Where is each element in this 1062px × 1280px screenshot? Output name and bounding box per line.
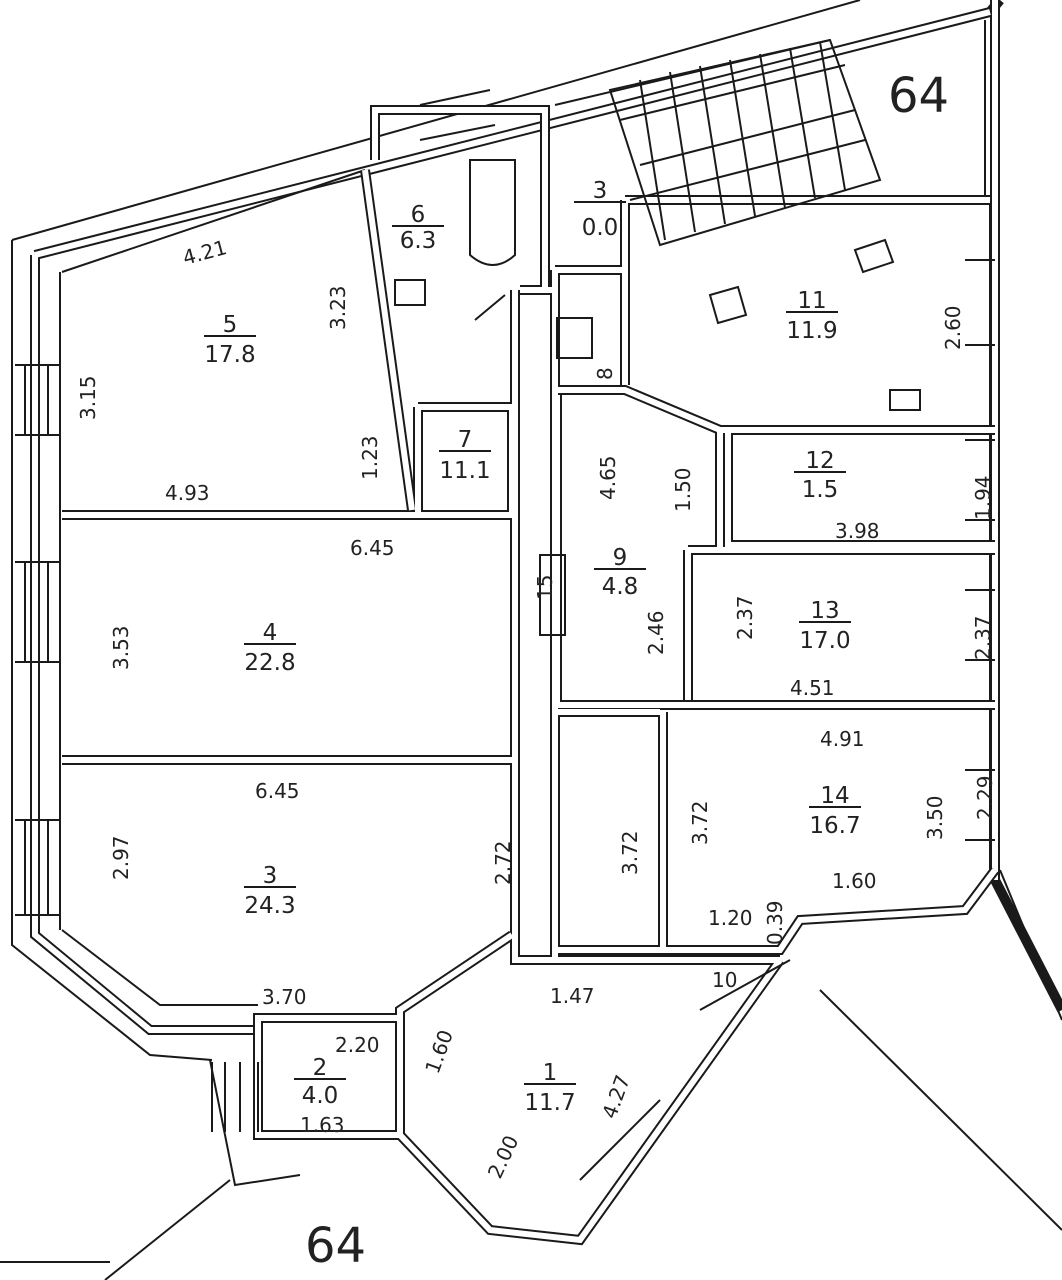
dimension-label: 6.45	[255, 779, 300, 803]
room-area: 4.0	[302, 1083, 339, 1109]
room-number: 9	[613, 545, 628, 571]
building-number: 64	[305, 1218, 366, 1274]
stairs	[608, 38, 882, 247]
windows	[15, 89, 995, 1181]
dimension-label: 3.98	[835, 519, 880, 543]
dimension-label: 3.70	[262, 985, 307, 1009]
room-number: 3	[263, 863, 278, 889]
dimension-label: 3.53	[109, 625, 133, 670]
dimension-label: 3.72	[618, 830, 642, 875]
dimension-label: 2.60	[941, 305, 965, 350]
dimension-label: 4.21	[180, 235, 229, 270]
dimension-label: 1.50	[671, 467, 695, 512]
dimension-label: 4.27	[597, 1072, 635, 1122]
room-area: 24.3	[244, 893, 295, 919]
dimension-label: 6.45	[350, 536, 395, 560]
room-area: 17.8	[204, 342, 255, 368]
room-area: 1.5	[802, 477, 839, 503]
dimension-label: 4.51	[790, 676, 835, 700]
room-area: 22.8	[244, 650, 295, 676]
room-number: 3	[593, 178, 608, 204]
dimension-label: 3.50	[923, 795, 947, 840]
dimension-label: 0.39	[763, 900, 787, 945]
dimension-label: 1.60	[832, 869, 877, 893]
room-area: 0.0	[582, 215, 619, 241]
room-number: 2	[313, 1055, 328, 1081]
dimension-label: 3.23	[326, 285, 350, 330]
dimension-label: 2.20	[335, 1033, 380, 1057]
dimension-label: 2.46	[644, 610, 668, 655]
room-area: 17.0	[799, 628, 850, 654]
dimension-label: 1.23	[358, 435, 382, 480]
room-area: 11.9	[786, 318, 837, 344]
dimension-label: 1.60	[420, 1027, 458, 1077]
room-number: 14	[820, 783, 849, 809]
dimension-label: 3.72	[688, 800, 712, 845]
room-area: 16.7	[809, 813, 860, 839]
room-area: 11.7	[524, 1090, 575, 1116]
dimension-label: 4.65	[596, 455, 620, 500]
room-number: 1	[543, 1060, 558, 1086]
dimension-label: 3.15	[76, 375, 100, 420]
dimension-label: 1.94	[971, 475, 995, 520]
room-number: 12	[805, 448, 834, 474]
dimension-label: 2.72	[491, 840, 515, 885]
room-number: 13	[810, 598, 839, 624]
room-label-small: 15	[533, 575, 557, 600]
dimension-label: 2.00	[483, 1132, 524, 1183]
room-area: 6.3	[400, 228, 437, 254]
dimension-label: 4.93	[165, 481, 210, 505]
dimension-label: 4.91	[820, 727, 865, 751]
fixtures	[394, 159, 921, 636]
dimension-label: 1.47	[550, 984, 595, 1008]
dimension-label: 2.37	[733, 595, 757, 640]
dimension-label: 1.20	[708, 906, 753, 930]
room-label-small: 10	[712, 968, 737, 992]
room-number: 11	[797, 288, 826, 314]
dimension-label: 2.97	[109, 835, 133, 880]
room-number: 5	[223, 312, 238, 338]
room-area: 4.8	[602, 574, 639, 600]
dimension-label: 2.37	[971, 615, 995, 660]
dimension-label: 2.29	[973, 775, 997, 820]
dimension-label: 1.63	[300, 1113, 345, 1137]
room-number: 7	[458, 427, 473, 453]
room-area: 11.1	[439, 458, 490, 484]
room-number: 4	[263, 620, 278, 646]
room-label-small: 8	[593, 367, 617, 380]
room-number: 6	[411, 202, 426, 228]
building-number: 64	[888, 68, 949, 124]
